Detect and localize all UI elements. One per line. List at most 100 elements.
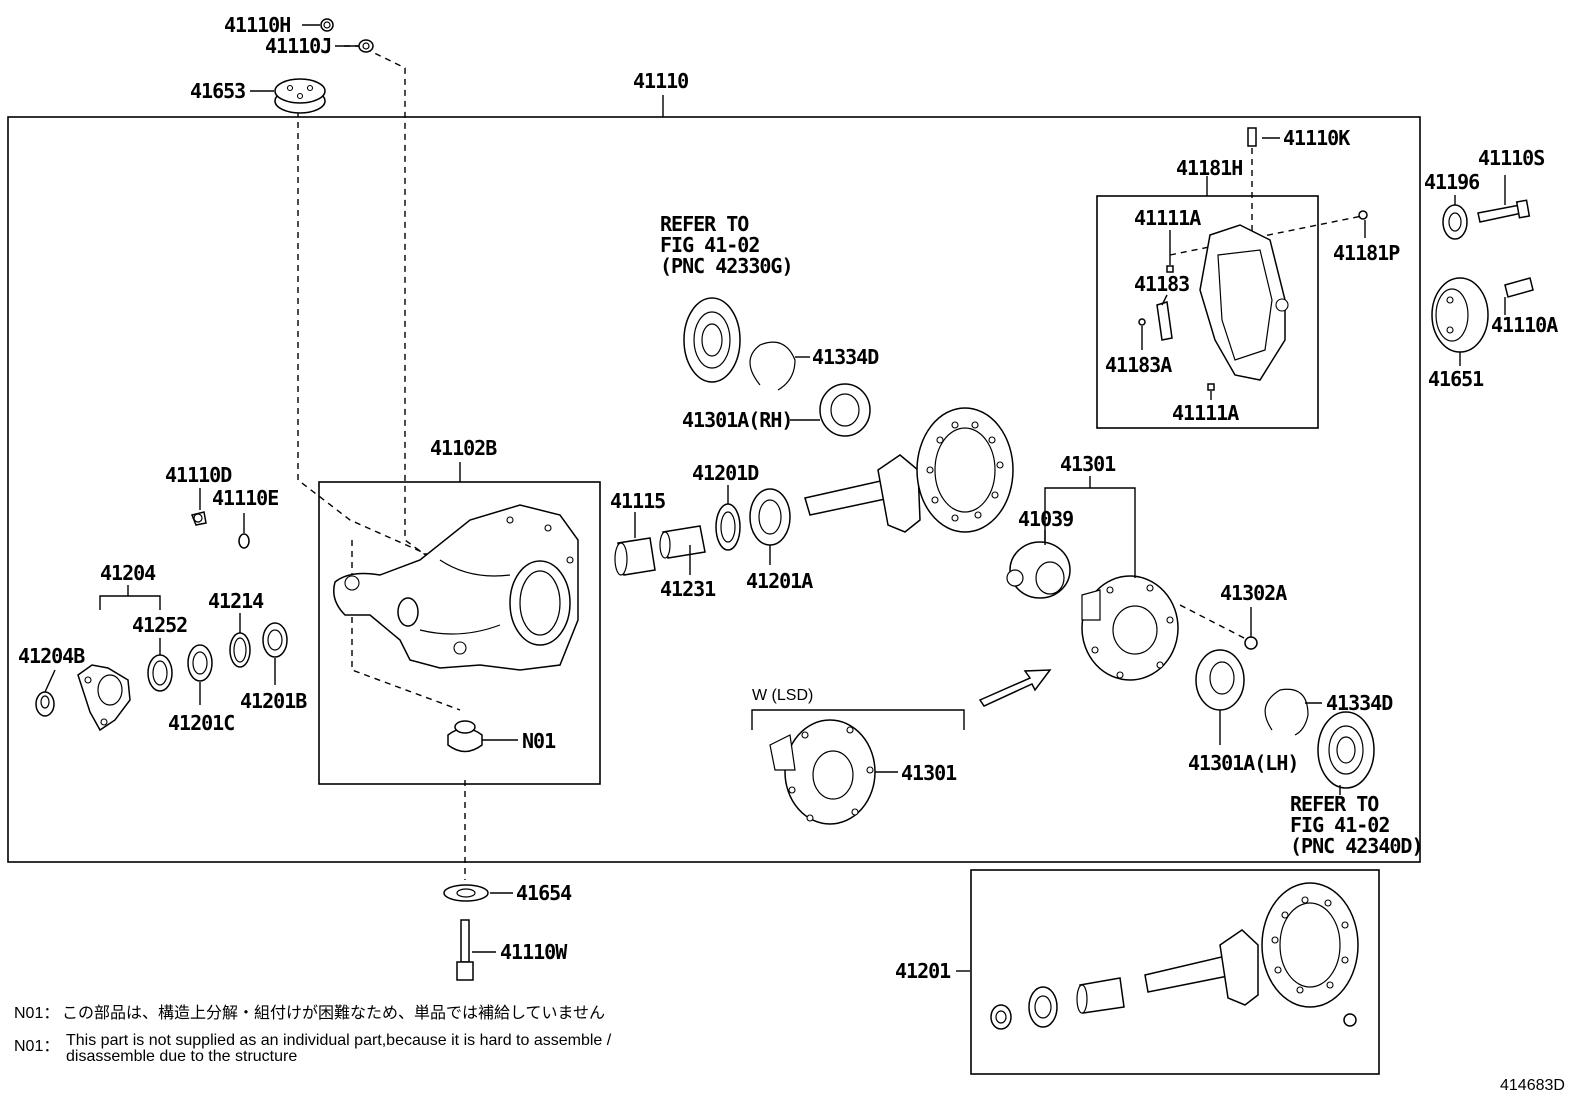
bearing-41301A-RH-icon [819, 383, 871, 437]
label-41110W: 41110W [500, 940, 568, 964]
kit-nut-icon [990, 1004, 1012, 1030]
bearing-41201A-icon [749, 488, 791, 546]
label-41183A: 41183A [1105, 353, 1172, 377]
label-41204B: 41204B [18, 644, 85, 668]
label-41651: 41651 [1428, 367, 1484, 391]
cushion-41651-icon [1431, 277, 1489, 353]
oil-seal-top-icon [683, 297, 741, 383]
label-41196: 41196 [1424, 170, 1479, 194]
label-41110: 41110 [633, 69, 688, 93]
bearing-41301A-LH-icon [1195, 649, 1245, 711]
note-en-prefix: N01： [14, 1038, 59, 1055]
gasket-41110J-icon [358, 39, 374, 53]
label-41181H: 41181H [1176, 156, 1242, 180]
oil-seal-41252-icon [147, 654, 173, 692]
ring-pinion-kit-box [970, 869, 1380, 1075]
pin-41111A-top-icon [1166, 265, 1174, 273]
snap-ring-41334D-top-icon [749, 341, 796, 391]
kit-pinion-icon [1144, 929, 1259, 1006]
label-41110H: 41110H [224, 13, 290, 37]
refer-bottom-line1: REFER TO [1290, 792, 1379, 816]
bolt-41110W-icon [456, 919, 474, 981]
label-W-LSD: W (LSD) [752, 687, 813, 704]
label-41334D-top: 41334D [812, 345, 879, 369]
carrier-housing-41102B-icon [333, 504, 579, 671]
label-41111A-bottom: 41111A [1172, 401, 1239, 425]
nut-41204B-icon [35, 691, 55, 717]
refer-top-line2: FIG 41-02 [660, 233, 759, 257]
pinion-gear-set-41039-icon [1006, 541, 1071, 599]
label-41653: 41653 [190, 79, 245, 103]
label-41102B: 41102B [430, 436, 497, 460]
flange-41204-icon [77, 664, 131, 732]
spacer-41231-icon [659, 525, 706, 559]
label-41110A: 41110A [1491, 313, 1558, 337]
label-41301-lsd: 41301 [901, 761, 957, 785]
label-41115: 41115 [610, 489, 665, 513]
label-41302A: 41302A [1220, 581, 1287, 605]
stopper-41654-icon [443, 884, 489, 902]
label-41231: 41231 [660, 577, 716, 601]
main-assembly-box [7, 116, 1421, 863]
label-41110J: 41110J [265, 34, 331, 58]
breather-41110K-icon [1247, 127, 1257, 147]
label-41334D-bottom: 41334D [1326, 691, 1393, 715]
differential-case-41301-icon [1081, 575, 1179, 681]
rear-cover-41181H-icon [1199, 224, 1289, 381]
kit-spacer-icon [1076, 977, 1125, 1014]
plug-41302A-icon [1244, 636, 1258, 650]
note-en-line2: disassemble due to the structure [66, 1048, 297, 1065]
bolt-41110D-icon [190, 511, 207, 526]
shim-41201D-icon [715, 503, 741, 551]
label-41201: 41201 [895, 959, 951, 983]
ring-gear-icon [916, 407, 1014, 533]
refer-top-line3: (PNC 42330G) [660, 254, 793, 278]
pinion-shaft-icon [804, 454, 921, 533]
label-41181P: 41181P [1333, 241, 1400, 265]
label-41110E: 41110E [212, 486, 278, 510]
bolt-41110S-icon [1477, 199, 1531, 223]
refer-bottom-line2: FIG 41-02 [1290, 813, 1389, 837]
label-41201B: 41201B [240, 689, 307, 713]
label-41110D: 41110D [165, 463, 232, 487]
label-41111A-top: 41111A [1134, 206, 1201, 230]
kit-plug-icon [1343, 1013, 1357, 1027]
direction-arrow-icon [978, 669, 1052, 707]
bearing-41201B-icon [262, 622, 288, 658]
kit-ring-gear-icon [1261, 882, 1359, 1008]
bolt-41181P-icon [1358, 210, 1368, 220]
label-41252: 41252 [132, 613, 187, 637]
label-41201D: 41201D [692, 461, 759, 485]
figure-id: 414683D [1500, 1077, 1565, 1094]
kit-bearing-icon [1028, 986, 1058, 1028]
plate-41183-icon [1156, 301, 1173, 341]
label-N01: N01 [522, 729, 556, 753]
label-41301: 41301 [1060, 452, 1116, 476]
gasket-41110E-icon [238, 533, 250, 549]
pin-41111A-bottom-icon [1207, 383, 1215, 391]
bushing-N01-icon [447, 720, 483, 753]
label-41039: 41039 [1018, 507, 1073, 531]
bolt-41110A-icon [1504, 277, 1534, 298]
label-41110K: 41110K [1283, 126, 1350, 150]
refer-top-line1: REFER TO [660, 212, 749, 236]
oil-seal-bottom-icon [1317, 711, 1375, 789]
lsd-case-41301-icon [769, 719, 876, 825]
label-41201C: 41201C [168, 711, 234, 735]
label-41204: 41204 [100, 561, 156, 585]
label-41110S: 41110S [1478, 146, 1544, 170]
refer-bottom-line3: (PNC 42340D) [1290, 834, 1423, 858]
snap-ring-41334D-bottom-icon [1264, 688, 1309, 736]
screw-41183A-icon [1138, 318, 1146, 326]
label-41654: 41654 [516, 881, 572, 905]
note-jp-prefix: N01： [14, 1005, 59, 1022]
washer-41115-icon [614, 537, 656, 576]
note-jp-text: この部品は、構造上分解・組付けが困難なため、単品では補給していません [62, 1004, 605, 1022]
label-41301A-LH: 41301A(LH) [1188, 751, 1298, 775]
plug-41110H-icon [320, 18, 334, 32]
label-41301A-RH: 41301A(RH) [682, 408, 792, 432]
note-en-line1: This part is not supplied as an individu… [66, 1032, 612, 1049]
label-41214: 41214 [208, 589, 264, 613]
bearing-41201C-icon [187, 644, 213, 682]
